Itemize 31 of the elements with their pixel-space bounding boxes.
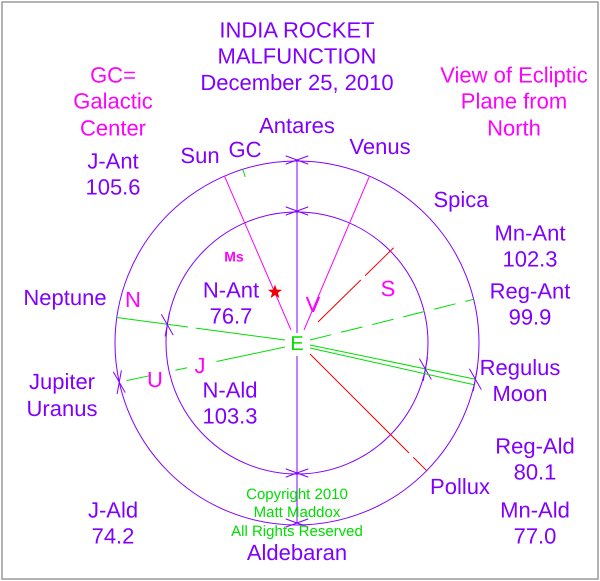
date-text: December 25, 2010 [200,70,394,96]
angle-value: Reg-Ald 80.1 [494,434,576,486]
star-name: Pollux [430,474,490,500]
body-name: Venus [349,134,411,160]
angle-value: N-Ant 76.7 [202,278,260,330]
body-marker: Ms [224,248,244,266]
star-name: Aldebaran [246,540,348,566]
angle-value: Mn-Ald 77.0 [499,498,571,550]
body-name: Jupiter [28,368,96,396]
angle-value: J-Ant 105.6 [84,148,142,202]
body-marker: N [125,286,141,314]
body-marker: U [147,366,163,394]
body-name: Uranus [26,396,98,422]
angle-value: N-Ald 103.3 [201,378,259,430]
view-note: View of Ecliptic Plane from North [439,62,589,142]
star-name: Spica [433,186,489,214]
angle-value: Reg-Ant 99.9 [488,278,572,332]
body-name: GC [228,136,262,164]
angle-value: Mn-Ant 102.3 [494,220,566,274]
body-name: Neptune [23,284,107,312]
earth-marker: E [290,332,304,356]
body-name: Sun [180,142,220,170]
legend-note: GC= Galactic Center [72,62,154,142]
body-name: Moon [492,380,548,408]
angle-value: J-Ald 74.2 [86,498,140,550]
star-name: Antares [259,112,335,140]
diagram-title: INDIA ROCKET MALFUNCTION [216,18,378,70]
body-marker: J [194,352,206,380]
star-name: Regulus [480,354,560,382]
copyright-text: All Rights Reserved [231,523,363,541]
body-marker: S [380,276,396,302]
